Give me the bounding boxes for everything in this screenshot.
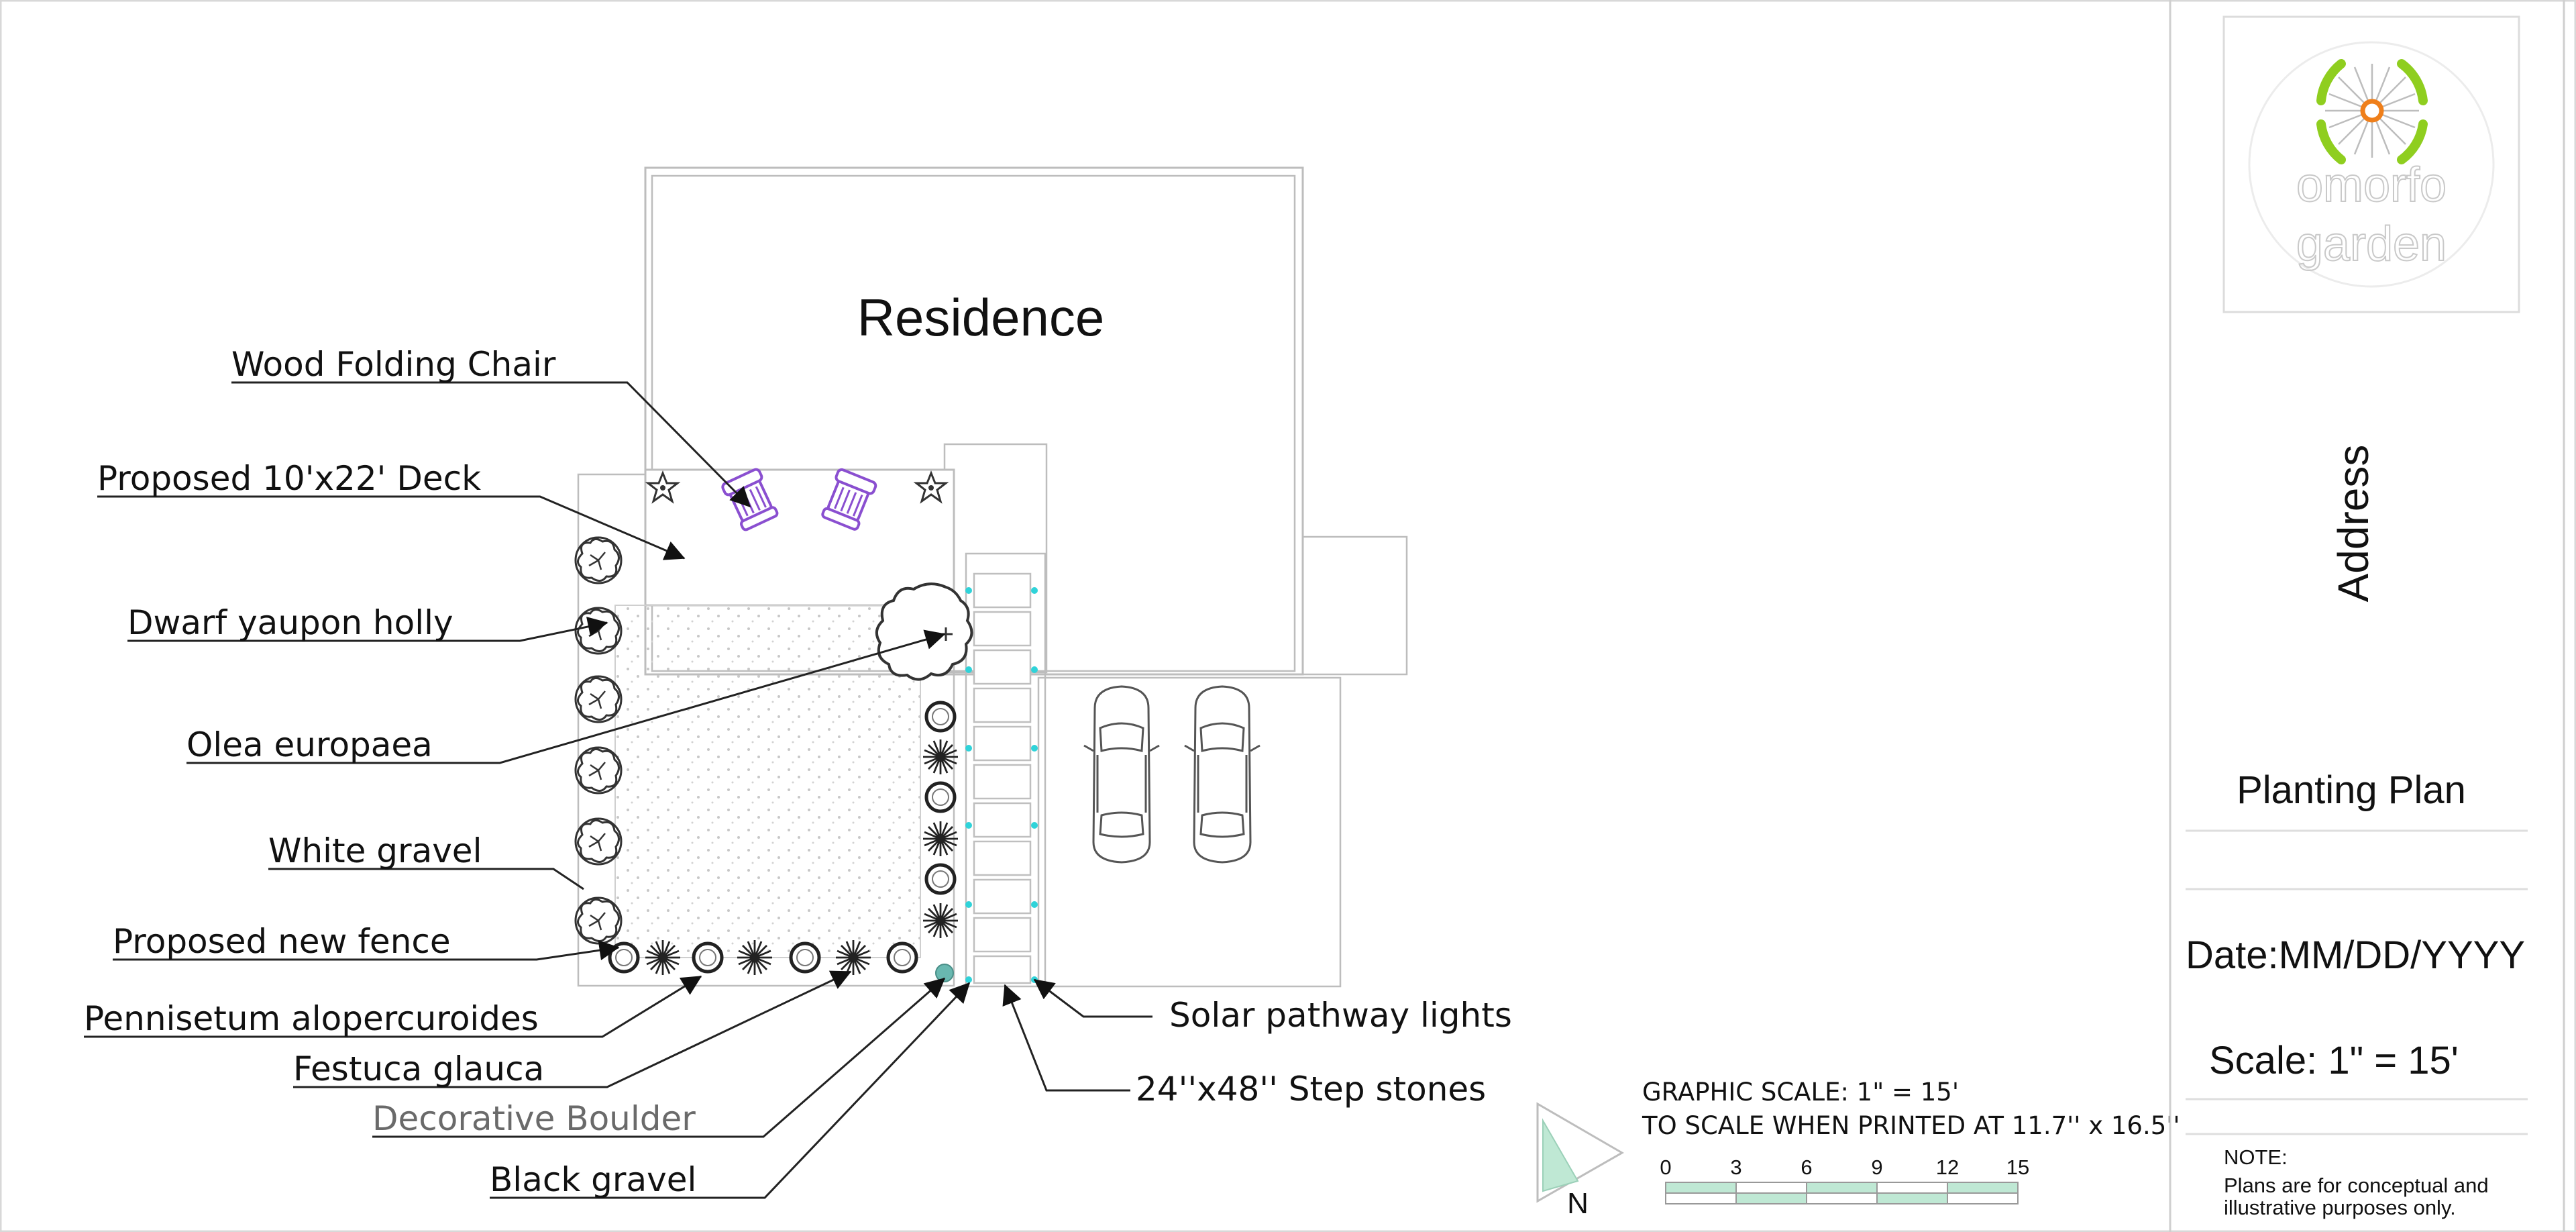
label-wood-folding-chair: Wood Folding Chair xyxy=(231,345,556,384)
label-olea-europaea: Olea europaea xyxy=(186,725,433,764)
dwarf-yaupon-holly-row xyxy=(574,536,623,945)
graphic-scale: GRAPHIC SCALE: 1" = 15' TO SCALE WHEN PR… xyxy=(1642,1078,2180,1204)
north-label: N xyxy=(1567,1187,1589,1220)
scale-tick-9: 9 xyxy=(1871,1156,1882,1179)
car-left xyxy=(1083,685,1161,864)
proposed-deck xyxy=(644,468,955,607)
label-solar-pathway-lights: Solar pathway lights xyxy=(1169,996,1512,1035)
logo-text-line2: garden xyxy=(2296,217,2447,271)
white-gravel-area xyxy=(614,605,921,958)
label-step-stones: 24''x48'' Step stones xyxy=(1136,1070,1486,1109)
address-label: Address xyxy=(2329,445,2377,603)
date-field: Date:MM/DD/YYYY xyxy=(2186,933,2525,977)
right-border-plants xyxy=(922,703,959,939)
car-right xyxy=(1183,685,1261,864)
label-proposed-new-fence: Proposed new fence xyxy=(113,922,451,961)
label-white-gravel: White gravel xyxy=(268,831,482,870)
sheet-title: Planting Plan xyxy=(2237,768,2466,812)
scale-tick-0: 0 xyxy=(1660,1156,1671,1179)
label-dwarf-yaupon-holly: Dwarf yaupon holly xyxy=(127,603,453,642)
label-proposed-deck: Proposed 10'x22' Deck xyxy=(97,459,481,498)
label-black-gravel: Black gravel xyxy=(490,1160,696,1199)
scale-tick-15: 15 xyxy=(2006,1156,2029,1179)
residence-label: Residence xyxy=(857,288,1105,347)
label-decorative-boulder: Decorative Boulder xyxy=(372,1099,696,1138)
driveway xyxy=(1037,676,1342,988)
scale-title: GRAPHIC SCALE: 1" = 15' xyxy=(1642,1078,1959,1107)
scale-tick-6: 6 xyxy=(1801,1156,1812,1179)
scale-tick-3: 3 xyxy=(1730,1156,1741,1179)
logo-text-line1: omorfo xyxy=(2296,158,2447,212)
scale-tick-12: 12 xyxy=(1936,1156,1959,1179)
label-pennisetum: Pennisetum alopercuroides xyxy=(84,999,539,1038)
north-arrow: N xyxy=(1536,1102,1625,1220)
label-festuca-glauca: Festuca glauca xyxy=(293,1049,544,1088)
site-plan: Residence xyxy=(574,166,1408,988)
garage-annex xyxy=(1301,535,1408,676)
note-line-1: Plans are for conceptual and xyxy=(2224,1174,2489,1197)
note-line-2: illustrative purposes only. xyxy=(2224,1196,2456,1219)
solar-pathway-lights xyxy=(965,587,1038,983)
plan-callouts: Wood Folding Chair Proposed 10'x22' Deck… xyxy=(84,345,1512,1199)
scale-subtitle: TO SCALE WHEN PRINTED AT 11.7'' x 16.5'' xyxy=(1642,1111,2180,1140)
step-stones xyxy=(973,572,1032,984)
title-block: omorfo garden Address Planting Plan Date… xyxy=(2169,0,2565,1232)
note-heading: NOTE: xyxy=(2224,1145,2288,1169)
company-logo: omorfo garden xyxy=(2222,15,2520,313)
scale-field: Scale: 1" = 15' xyxy=(2209,1039,2459,1082)
